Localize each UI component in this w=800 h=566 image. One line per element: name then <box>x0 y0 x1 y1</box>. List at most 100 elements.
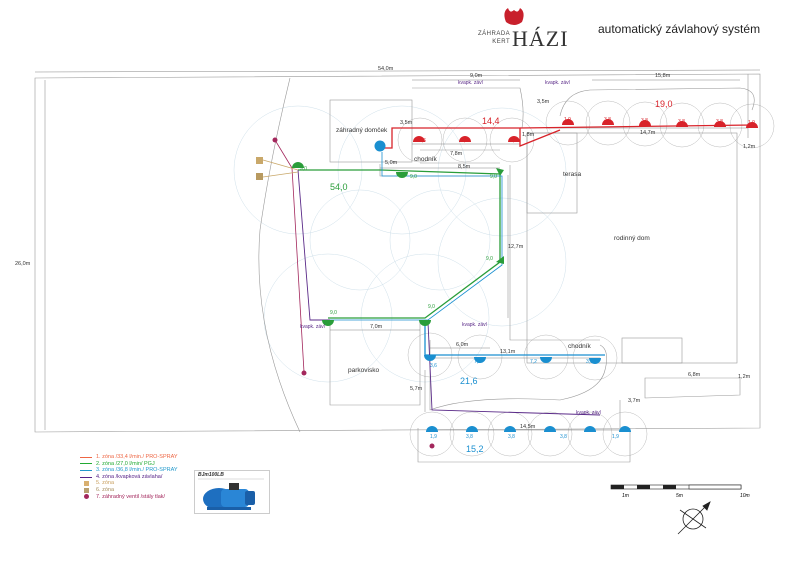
dim-37: 3,7m <box>628 398 641 404</box>
zone-flow-z1: 14,4 <box>482 116 500 126</box>
svg-text:3,8: 3,8 <box>678 119 685 125</box>
tulip-logo-icon <box>504 8 524 25</box>
dim-right-b: 1,2m <box>738 374 751 380</box>
legend-item-3: 3. zóna /36,8 l/min./ PRO-SPRAY <box>80 467 178 474</box>
label-house: rodinný dom <box>614 235 650 242</box>
drip-pipe <box>297 169 330 321</box>
svg-text:3,8: 3,8 <box>560 434 567 440</box>
label-shed: záhradný domček <box>336 127 388 134</box>
legend-item-6: 6. zóna <box>80 487 178 494</box>
legend-item-5: 5. zóna <box>80 480 178 487</box>
label-drip5: kvapk. závl <box>576 410 601 416</box>
dim-35a: 3,5m <box>400 120 413 126</box>
zone6-box <box>256 173 263 180</box>
green-pipe <box>298 169 501 319</box>
svg-text:9,0: 9,0 <box>428 304 435 310</box>
zone-flow-z3b: 15,2 <box>466 444 484 454</box>
svg-text:9,0: 9,0 <box>330 310 337 316</box>
label-walk2: chodník <box>568 343 592 350</box>
property-lines <box>34 73 761 463</box>
pipes <box>274 124 753 416</box>
label-parking: parkovisko <box>348 367 379 374</box>
dim-78: 7,8m <box>450 151 463 157</box>
dim-top-right: 15,8m <box>655 73 671 79</box>
pump-icon <box>203 483 255 510</box>
svg-text:3,8: 3,8 <box>716 119 723 125</box>
svg-text:1,9: 1,9 <box>612 434 619 440</box>
svg-text:7,2: 7,2 <box>461 138 468 144</box>
red-pipe-2 <box>519 124 753 129</box>
svg-text:3,6: 3,6 <box>419 138 426 144</box>
label-drip4: kvapk. závl <box>462 322 487 328</box>
dim-60: 6,0m <box>456 342 469 348</box>
label-terrace: terasa <box>563 171 581 178</box>
legend-item-4: 4. zóna /kvapková závlaha/ <box>80 474 178 481</box>
svg-text:9,0: 9,0 <box>300 166 307 172</box>
dim-145: 14,5m <box>520 424 536 430</box>
blue-pipe-a <box>330 152 503 321</box>
svg-text:1,9: 1,9 <box>748 120 755 126</box>
zone-flow-z1b: 19,0 <box>655 99 673 109</box>
svg-text:3,8: 3,8 <box>604 117 611 123</box>
drip-pipe-2 <box>427 321 601 416</box>
green-sprinklers <box>292 162 504 326</box>
page-title: automatický závlahový systém <box>598 22 761 36</box>
dim-top-mid: 9,0m <box>470 73 483 79</box>
legend-item-7: 7. záhradný ventil /stály tlak/ <box>80 494 178 501</box>
label-drip3: kvapk. závl <box>300 324 325 330</box>
svg-text:10m: 10m <box>740 493 750 499</box>
svg-text:9,0: 9,0 <box>486 256 493 262</box>
legend: 1. zóna /33,4 l/min./ PRO-SPRAY 2. zóna … <box>80 454 178 500</box>
scale-bar: 1m 5m 10m <box>610 484 750 499</box>
dim-57: 5,7m <box>410 386 423 392</box>
dim-top-total: 54,0m <box>378 66 394 72</box>
svg-text:1,9: 1,9 <box>430 434 437 440</box>
svg-text:3,8: 3,8 <box>466 434 473 440</box>
garden-valve-3 <box>429 443 435 449</box>
drip-labels: kvapk. závl kvapk. závl kvapk. závl kvap… <box>300 80 601 416</box>
legend-item-2: 2. zóna /27,0 l/min/ PGJ <box>80 461 178 468</box>
dim-left-height: 26,0m <box>15 261 31 267</box>
compass-icon <box>677 501 711 535</box>
area-labels: záhradný domček chodník chodník terasa r… <box>336 127 650 374</box>
svg-text:7,2: 7,2 <box>474 359 481 365</box>
dim-right-a: 1,2m <box>743 144 756 150</box>
green-sprinkler-values: 9,0 9,0 9,0 9,0 9,0 9,0 <box>300 166 497 316</box>
dim-147: 14,7m <box>640 130 656 136</box>
label-drip1: kvapk. závl <box>458 80 483 86</box>
red-pipe <box>379 127 561 149</box>
label-drip2: kvapk. závl <box>545 80 570 86</box>
zone-flows: 14,4 19,0 54,0 21,6 15,2 <box>330 99 673 454</box>
label-walk1: chodník <box>414 156 438 163</box>
zone5-box <box>256 157 263 164</box>
dimension-lines <box>34 69 761 431</box>
dim-70: 7,0m <box>370 324 383 330</box>
svg-text:3,6: 3,6 <box>586 359 593 365</box>
dim-68: 6,8m <box>688 372 701 378</box>
svg-text:9,0: 9,0 <box>490 174 497 180</box>
pump-label: BJm100LB <box>198 472 224 478</box>
svg-text:7,2: 7,2 <box>530 359 537 365</box>
dimension-texts: 54,0m 9,0m 15,8m 26,0m 1,2m 1,2m 3,5m 3,… <box>15 66 756 430</box>
legend-item-1: 1. zóna /33,4 l/min./ PRO-SPRAY <box>80 454 178 461</box>
dim-35b: 3,5m <box>537 99 550 105</box>
dim-127: 12,7m <box>508 244 524 250</box>
svg-text:5m: 5m <box>676 493 683 499</box>
red-sprinkler-values: 3,6 7,2 3,6 1,9 3,8 3,8 3,8 3,8 1,9 <box>419 117 755 144</box>
svg-text:9,0: 9,0 <box>410 174 417 180</box>
garden-valve-2 <box>301 370 307 376</box>
dim-131: 13,1m <box>500 349 516 355</box>
svg-text:3,8: 3,8 <box>641 118 648 124</box>
controller-valve <box>374 140 386 152</box>
zone-flow-z3: 21,6 <box>460 376 478 386</box>
garden-valve-1 <box>272 137 278 143</box>
svg-text:3,6: 3,6 <box>510 138 517 144</box>
zone-flow-z2: 54,0 <box>330 182 348 192</box>
svg-text:1,9: 1,9 <box>564 117 571 123</box>
svg-text:3,8: 3,8 <box>508 434 515 440</box>
logo-brand: HÁZI <box>512 26 569 51</box>
blue-sprinklers <box>424 355 631 432</box>
